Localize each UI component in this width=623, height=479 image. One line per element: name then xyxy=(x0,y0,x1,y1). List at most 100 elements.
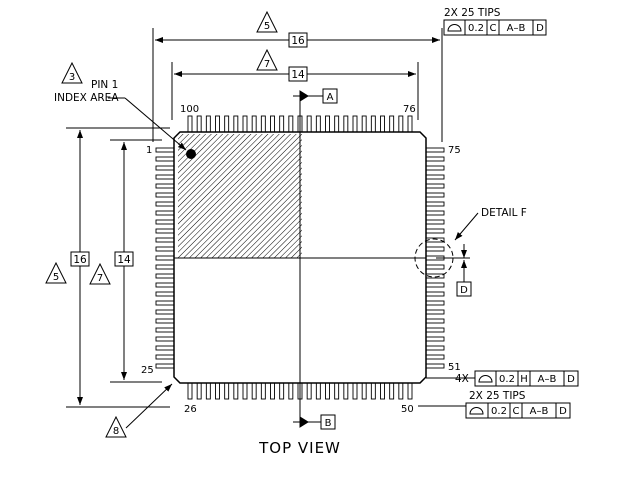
left-lead xyxy=(155,282,175,288)
bottom-lead xyxy=(306,382,312,400)
left-lead xyxy=(155,318,175,324)
profile-of-surface-icon xyxy=(469,407,484,415)
body-width-dimension: 14 xyxy=(291,69,305,81)
left-lead xyxy=(155,264,175,270)
right-lead xyxy=(425,147,445,153)
bottom-lead xyxy=(279,382,285,400)
right-lead xyxy=(425,156,445,162)
left-lead xyxy=(155,219,175,225)
bottom-tolerance-note: 2X 25 TIPS xyxy=(469,390,526,402)
bottom-lead xyxy=(215,382,220,400)
pin-label-51: 51 xyxy=(448,362,461,373)
overall-width-ref: 5 xyxy=(264,21,270,32)
right-lead xyxy=(425,336,445,342)
bottom-lead xyxy=(233,382,239,400)
bottom-tolerance-frame xyxy=(418,402,571,419)
right-tolerance-datum2: A–B xyxy=(538,374,557,385)
detail-f-marker xyxy=(414,212,479,297)
bottom-lead xyxy=(315,382,321,400)
right-lead xyxy=(425,192,445,198)
left-lead xyxy=(155,228,175,234)
left-lead xyxy=(155,165,175,171)
detail-f-label: DETAIL F xyxy=(481,207,527,219)
pin-label-25: 25 xyxy=(141,365,154,376)
triangle-ref-icon xyxy=(256,48,278,71)
datum-d-label: D xyxy=(460,285,468,296)
profile-of-surface-icon xyxy=(447,24,462,32)
bottom-lead xyxy=(334,382,340,400)
top-lead xyxy=(215,115,220,133)
top-lead xyxy=(270,115,275,133)
top-lead xyxy=(251,115,257,133)
bottom-lead xyxy=(251,382,257,400)
left-lead xyxy=(155,300,175,306)
top-lead xyxy=(334,115,340,133)
left-lead xyxy=(155,255,175,261)
left-dimensions xyxy=(45,127,170,408)
bottom-tolerance-value: 0.2 xyxy=(491,406,507,417)
bottom-lead xyxy=(398,382,404,400)
top-lead xyxy=(260,115,266,133)
overall-height-dimension: 16 xyxy=(73,254,87,266)
top-lead xyxy=(306,115,312,133)
right-lead xyxy=(425,309,445,315)
datum-b-marker xyxy=(293,414,336,430)
triangle-ref-icon xyxy=(45,261,67,284)
top-lead xyxy=(398,115,404,133)
right-tolerance-prefix: 4X xyxy=(455,373,469,385)
bottom-tolerance-datum2: A–B xyxy=(530,406,549,417)
left-lead xyxy=(155,192,175,198)
bottom-tolerance-datum1: C xyxy=(513,406,520,417)
triangle-ref-icon xyxy=(256,10,278,33)
right-leads xyxy=(425,147,445,369)
right-lead xyxy=(425,201,445,207)
right-lead xyxy=(425,300,445,306)
top-lead xyxy=(407,115,413,133)
right-lead xyxy=(425,327,445,333)
right-lead xyxy=(425,183,445,189)
top-lead xyxy=(288,115,294,133)
right-lead xyxy=(425,291,445,297)
pin1-dot xyxy=(186,149,196,159)
top-lead xyxy=(233,115,239,133)
left-lead xyxy=(155,327,175,333)
bottom-lead xyxy=(370,382,376,400)
bottom-lead xyxy=(187,382,193,400)
top-lead xyxy=(352,115,358,133)
right-tolerance-datum3: D xyxy=(567,374,575,385)
left-lead xyxy=(155,336,175,342)
right-lead xyxy=(425,345,445,351)
right-lead xyxy=(425,363,445,369)
right-lead xyxy=(425,165,445,171)
top-tolerance-datum3: D xyxy=(536,23,544,34)
corner-callout xyxy=(105,383,173,438)
bottom-lead xyxy=(352,382,358,400)
pin-label-76: 76 xyxy=(403,104,416,115)
bottom-lead xyxy=(380,382,385,400)
top-lead xyxy=(343,115,349,133)
left-lead xyxy=(155,183,175,189)
body-width-ref: 7 xyxy=(264,59,270,70)
left-lead xyxy=(155,246,175,252)
datum-a-marker xyxy=(293,88,338,104)
right-lead xyxy=(425,174,445,180)
top-lead xyxy=(187,115,193,133)
right-tolerance-frame xyxy=(426,370,579,387)
bottom-lead xyxy=(260,382,266,400)
top-lead xyxy=(361,115,367,133)
right-lead xyxy=(425,282,445,288)
bottom-lead xyxy=(270,382,275,400)
left-lead xyxy=(155,309,175,315)
bottom-tolerance-datum3: D xyxy=(559,406,567,417)
bottom-lead xyxy=(325,382,330,400)
bottom-lead xyxy=(361,382,367,400)
top-lead xyxy=(370,115,376,133)
top-tolerance-note: 2X 25 TIPS xyxy=(444,7,501,19)
pin1-ref: 3 xyxy=(69,72,75,83)
pin1-note-line1: PIN 1 xyxy=(91,79,118,91)
overall-height-ref: 5 xyxy=(53,272,59,283)
view-title: TOP VIEW xyxy=(258,439,341,457)
top-tolerance-value: 0.2 xyxy=(468,23,484,34)
top-lead xyxy=(315,115,321,133)
bottom-lead xyxy=(288,382,294,400)
